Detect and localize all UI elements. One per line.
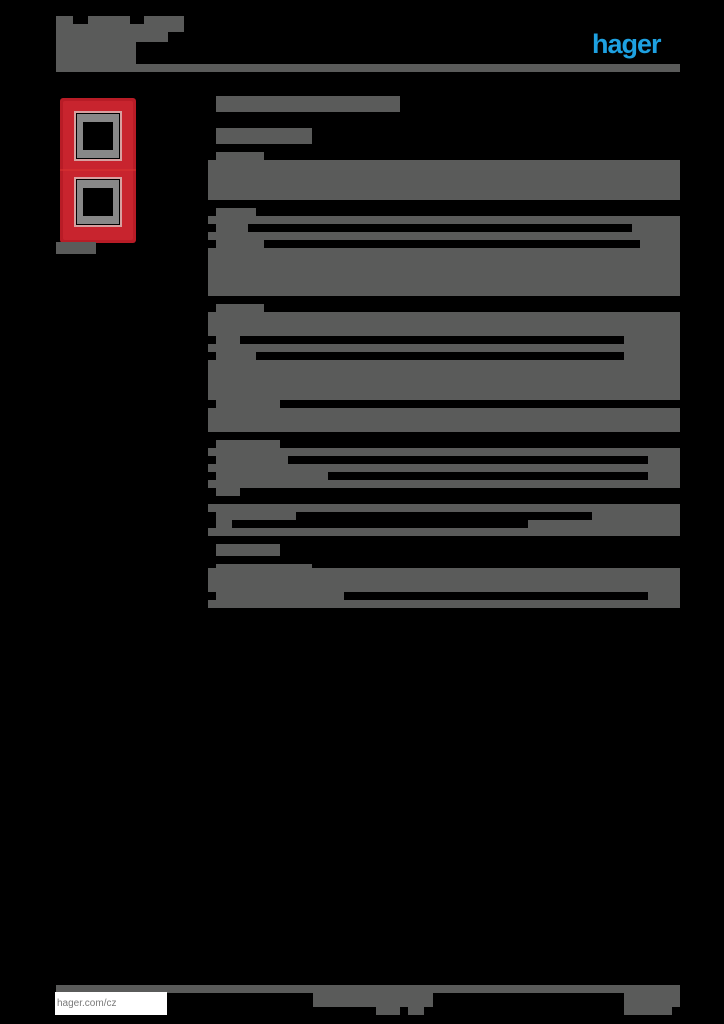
section-3-row-value [624,336,680,344]
header-rule [56,64,680,72]
document-title-part [144,16,184,24]
document-title [56,24,184,32]
section-6-row [208,600,680,608]
section-5-row-value [648,472,680,480]
section-1-title [216,152,264,160]
section-6-row-label [216,592,344,600]
footer-center-text [313,993,433,1007]
section-2-row-value [640,240,680,248]
section-5-row-label [216,512,296,520]
hager-logo: hager [592,29,662,59]
section-2-row [208,216,680,224]
section-5-row-value [648,456,680,464]
document-subtitle-line3 [56,42,136,64]
footer-rule [56,985,680,993]
footer-page-info-part [672,993,680,1007]
section-4-body [208,408,680,432]
section-6-row [208,568,680,592]
footer-center-text-part [376,1007,400,1015]
section-2-body [208,248,680,296]
section-6-title [216,544,280,556]
section-5-row-value [528,520,680,528]
product-subheading [216,128,312,144]
section-2-row [208,232,680,240]
section-5-row-value [592,512,680,520]
section-6-subtitle [216,564,312,568]
document-title [56,16,73,24]
section-5-row [208,504,680,512]
section-5-row-label [216,520,232,528]
product-image [60,98,136,243]
section-5-row [208,464,680,472]
section-5-row [208,528,680,536]
section-2-row-label [216,240,264,248]
section-3-row [208,312,680,336]
footer-url-link[interactable]: hager.com/cz [55,992,167,1015]
section-5-row-label [216,456,288,464]
section-1-body [208,160,680,200]
section-3-row-label [216,336,240,344]
footer-page-info [624,993,672,1015]
product-heading [216,96,400,112]
document-title-part [88,16,130,24]
section-3-row [208,344,680,352]
section-5-row-label [216,472,328,480]
document-subtitle [56,32,168,42]
section-2-row-label [216,224,248,232]
section-5-title [216,440,280,448]
section-2-row-value [632,224,680,232]
section-2-title [216,208,256,216]
section-5-row [208,448,680,456]
section-3-title [216,304,264,312]
section-4-title [216,400,280,408]
section-5-row-label [216,488,240,496]
product-caption [56,242,96,254]
section-3-row-label [216,352,256,360]
footer-center-text-part [408,1007,424,1015]
section-6-row-value [648,592,680,600]
section-3-row-value [624,352,680,360]
section-5-row [208,480,680,488]
section-3-body [208,360,680,400]
